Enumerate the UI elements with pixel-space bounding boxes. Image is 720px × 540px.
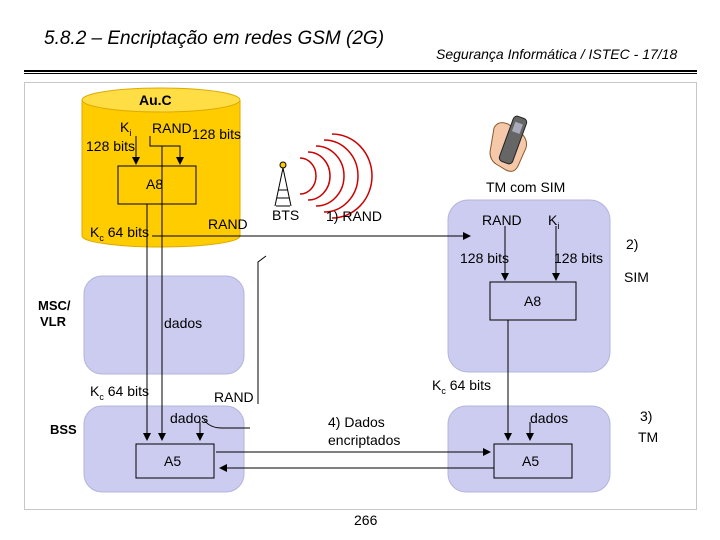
tm-label: TM com SIM <box>486 179 566 195</box>
step4-line1: 4) Dados <box>328 414 385 430</box>
bts-label: BTS <box>272 207 300 223</box>
sim-a8-box <box>489 281 577 321</box>
bss-rand-label: RAND <box>214 389 254 405</box>
auc-kc-label: Kc 64 bits <box>90 224 149 243</box>
tm-kc-label: Kc 64 bits <box>432 377 491 396</box>
auc-rand-label: RAND <box>152 120 192 136</box>
auc-a8-box <box>117 165 197 205</box>
diagram-frame <box>24 82 697 510</box>
tm-ki-bits: 128 bits <box>554 250 604 266</box>
radio-waves-icon <box>299 133 373 219</box>
bts-tower-icon <box>274 161 292 207</box>
tm-dados-label: dados <box>530 410 569 426</box>
auc-rand-bits: 128 bits <box>192 126 242 142</box>
auc-ki-bits: 128 bits <box>86 138 136 154</box>
vlr-label: VLR <box>40 314 66 329</box>
auc-a8-label: A8 <box>146 176 164 192</box>
bss-dados-label: dados <box>170 410 209 426</box>
tm-rand-label: RAND <box>482 212 522 228</box>
auc-label: Au.C <box>139 92 172 108</box>
line-rand-bss-bracket <box>257 255 267 404</box>
sim-a8-label: A8 <box>524 293 542 309</box>
header-rule-top <box>24 70 697 72</box>
tm-rand-bits: 128 bits <box>460 250 510 266</box>
slide-title: 5.8.2 – Encriptação em redes GSM (2G) <box>44 28 385 49</box>
tm-ki-label: Ki <box>548 212 560 231</box>
bss-label: BSS <box>50 422 77 437</box>
bss-a5-label: A5 <box>164 453 182 469</box>
step3-number: 3) <box>640 408 653 424</box>
mobile-phone-icon <box>489 115 528 172</box>
auc-ki-label: Ki <box>120 119 132 138</box>
header-rule-bottom <box>24 73 697 74</box>
auc-rand-out: RAND <box>208 216 248 232</box>
bss-a5-box <box>135 443 215 479</box>
line-bss-dados <box>203 419 250 429</box>
sim-label: SIM <box>624 269 649 285</box>
msc-vlr-box <box>83 275 245 375</box>
msc-label: MSC/ <box>38 298 71 313</box>
course-label: Segurança Informática / ISTEC - 17/18 <box>436 46 678 62</box>
step4-line2: encriptados <box>328 432 401 448</box>
tm-a5-box-inner <box>493 443 573 479</box>
page-number: 266 <box>354 512 378 528</box>
step1-label: 1) RAND <box>326 208 383 224</box>
arrow-rand-to-a8 <box>149 136 184 165</box>
tm-a5-label: A5 <box>522 453 540 469</box>
bss-kc-label: Kc 64 bits <box>90 383 149 402</box>
step3-tm-label: TM <box>638 429 659 445</box>
msc-dados-label: dados <box>164 315 203 331</box>
step2-label: 2) <box>626 236 639 252</box>
